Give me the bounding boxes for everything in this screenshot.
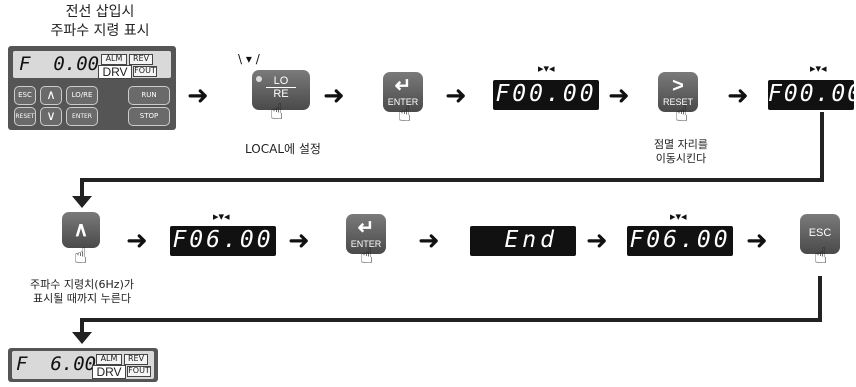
display-value: F06.00 — [172, 227, 274, 253]
connector-line — [820, 112, 824, 182]
right-arrow-icon: ➜ — [608, 81, 630, 111]
esc-key[interactable]: ESC — [14, 86, 36, 105]
pointing-hand-icon: ☝ — [74, 244, 88, 269]
intro-caption-line2: 주파수 지령 표시 — [50, 23, 150, 39]
reset-step-key[interactable]: > RESET — [658, 72, 698, 112]
down-key[interactable]: ∨ — [40, 107, 62, 126]
blink-marks-icon: ▸▾◂ — [538, 62, 555, 75]
pointing-hand-icon: ☝ — [270, 100, 284, 125]
enter-arrow-icon: ↵ — [357, 217, 375, 239]
lore-key[interactable]: LO/RE — [66, 86, 98, 105]
fout-indicator: FOUT — [127, 366, 151, 377]
seven-seg-display: F00.00 — [493, 80, 599, 110]
right-arrow-icon: ➜ — [126, 226, 148, 256]
lcd-readout: F 6.00 — [16, 353, 97, 375]
blink-marks-icon: \ ▾ / — [238, 52, 260, 66]
operator-panel: F 0.00 ALM REV DRV FOUT ESC ∧ LO/RE RUN … — [8, 46, 176, 130]
intro-caption-line1: 전선 삽입시 — [65, 4, 135, 20]
display-value: F00.00 — [495, 81, 597, 107]
lcd-readout: F 0.00 — [19, 53, 100, 75]
fout-indicator: FOUT — [133, 66, 157, 77]
caption-hold-line1: 주파수 지령치(6Hz)가 — [30, 278, 134, 291]
connector-line — [818, 276, 822, 322]
enter-step-key[interactable]: ↵ ENTER — [383, 72, 423, 112]
lore-bottom-label: RE — [273, 88, 289, 100]
display-value: End — [504, 227, 558, 253]
seven-seg-display: F06.00 — [170, 226, 276, 256]
up-arrow-icon: ∧ — [73, 219, 89, 241]
pointing-hand-icon: ☝ — [675, 102, 689, 127]
led-indicator-icon — [256, 76, 262, 82]
up-key[interactable]: ∧ — [40, 86, 62, 105]
result-lcd-panel: F 6.00 ALM REV DRV FOUT — [8, 348, 158, 382]
lore-divider — [266, 87, 296, 88]
connector-line — [80, 178, 824, 182]
display-value: F00.00 — [768, 81, 856, 107]
alm-indicator: ALM — [96, 354, 122, 365]
run-key[interactable]: RUN — [128, 86, 170, 105]
blink-marks-icon: ▸▾◂ — [213, 210, 230, 223]
drv-indicator: DRV — [98, 65, 132, 79]
blink-marks-icon: ▸▾◂ — [810, 62, 827, 75]
esc-step-key[interactable]: ESC — [800, 214, 840, 254]
drv-indicator: DRV — [92, 365, 126, 379]
right-arrow-icon: ➜ — [418, 226, 440, 256]
reset-label: RESET — [662, 97, 693, 107]
pointing-hand-icon: ☝ — [398, 102, 412, 127]
enter-label: ENTER — [387, 97, 419, 107]
connector-line — [80, 318, 84, 336]
up-step-key[interactable]: ∧ — [62, 212, 100, 248]
enter-label: ENTER — [350, 239, 382, 249]
caption-hold-line2: 표시될 때까지 누른다 — [32, 292, 132, 305]
connector-line — [80, 318, 822, 322]
lore-top-label: LO — [273, 75, 289, 87]
right-arrow-icon: ➜ — [727, 81, 749, 111]
lcd-display: F 6.00 ALM REV DRV FOUT — [12, 351, 154, 379]
down-arrow-icon — [72, 332, 92, 344]
caption-move-line1: 점멸 자리를 — [653, 138, 709, 151]
seven-seg-display: F00.00 — [768, 80, 856, 110]
display-value: F06.00 — [629, 227, 731, 253]
right-arrow-icon: ➜ — [288, 226, 310, 256]
seven-seg-display: F06.00 — [627, 226, 733, 256]
blink-marks-icon: ▸▾◂ — [670, 210, 687, 223]
pointing-hand-icon: ☝ — [360, 244, 374, 269]
rev-indicator: REV — [129, 54, 153, 65]
caption-move-line2: 이동시킨다 — [655, 152, 707, 165]
rev-indicator: REV — [124, 354, 148, 365]
seven-seg-display: End — [470, 226, 576, 256]
alm-indicator: ALM — [101, 54, 127, 65]
down-arrow-icon — [72, 196, 92, 208]
right-arrow-icon: ➜ — [746, 226, 768, 256]
right-arrow-icon: ➜ — [187, 81, 209, 111]
lcd-display: F 0.00 ALM REV DRV FOUT — [13, 51, 171, 79]
caption-set-local: LOCAL에 설정 — [245, 142, 321, 156]
right-arrow-icon: ➜ — [323, 81, 345, 111]
enter-arrow-icon: ↵ — [394, 75, 412, 97]
connector-line — [80, 178, 84, 202]
stop-key[interactable]: STOP — [128, 107, 170, 126]
right-arrow-icon: ➜ — [586, 226, 608, 256]
reset-arrow-icon: > — [672, 75, 684, 97]
enter-key[interactable]: ENTER — [66, 107, 98, 126]
right-arrow-icon: ➜ — [445, 81, 467, 111]
pointing-hand-icon: ☝ — [814, 244, 828, 269]
enter-step-key[interactable]: ↵ ENTER — [346, 214, 386, 254]
reset-key[interactable]: RESET — [14, 107, 36, 126]
esc-label: ESC — [808, 227, 832, 239]
